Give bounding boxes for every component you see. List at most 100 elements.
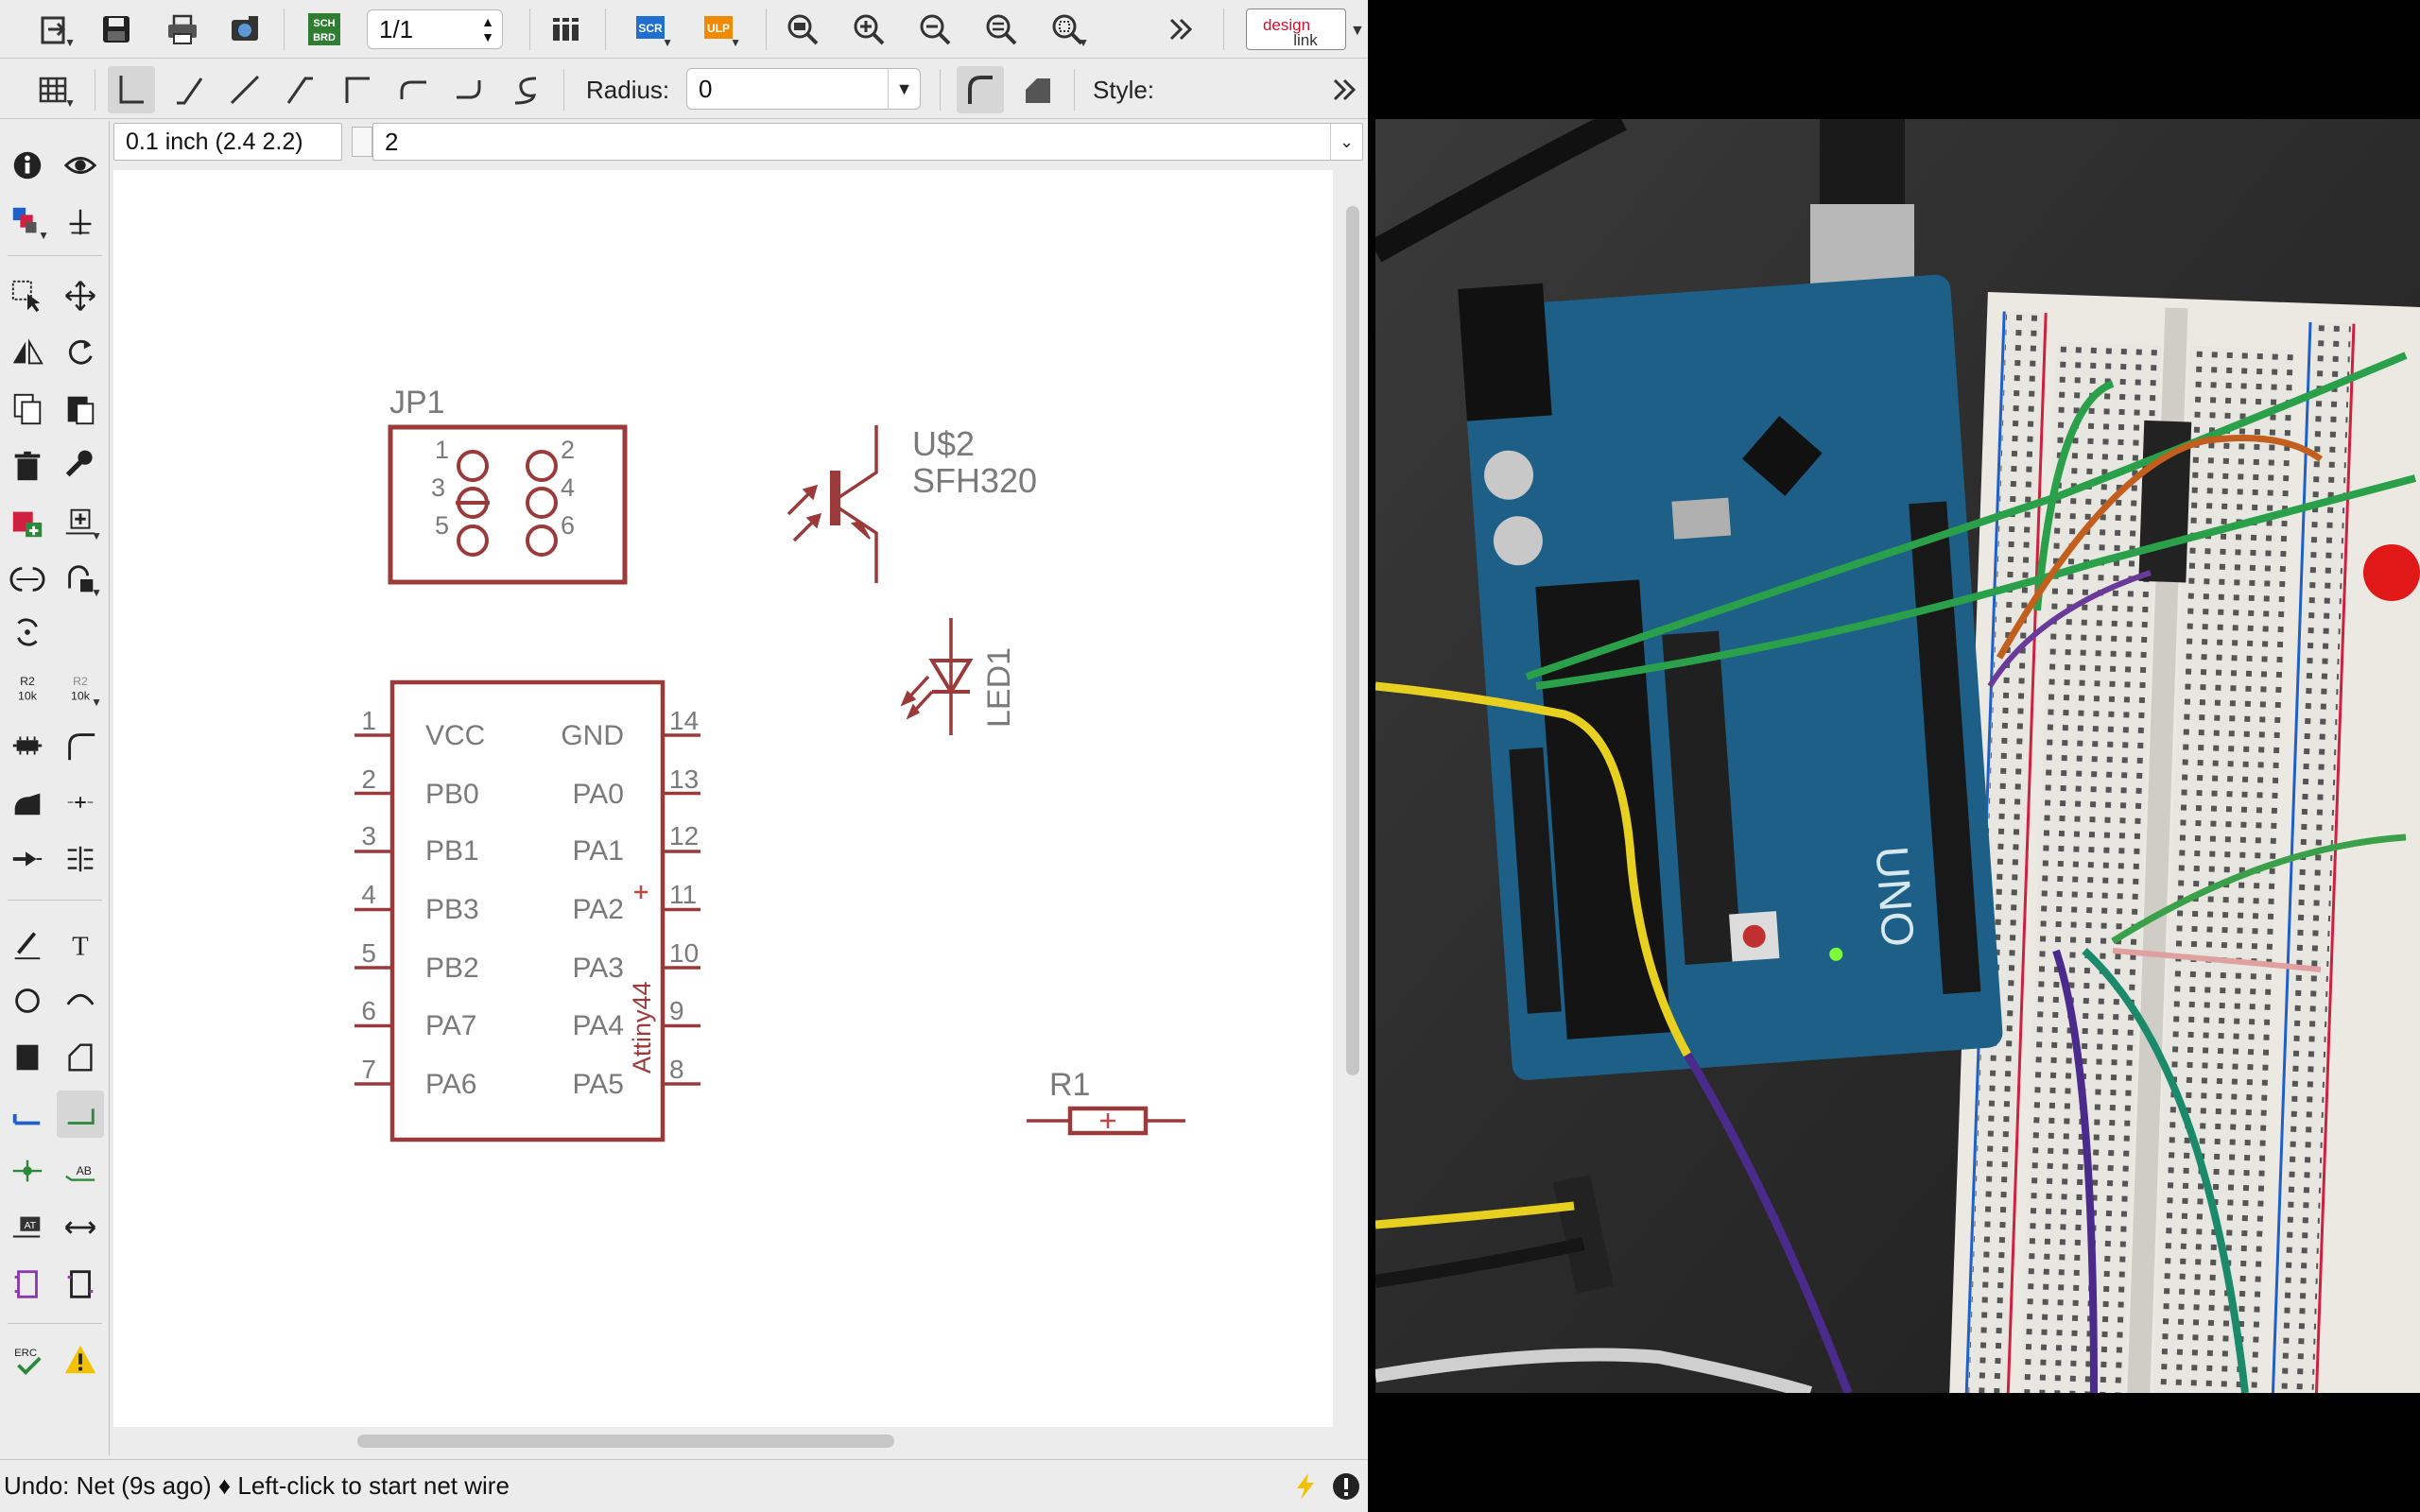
attiny44-ic[interactable]: VCC PB0 PB1 PB3 PB2 PA7 PA6 GND PA0 PA1 … xyxy=(354,679,700,1143)
chevron-down-icon[interactable]: ▼ xyxy=(888,69,920,109)
bend-style-8-button[interactable] xyxy=(503,66,550,113)
zoom-out-button[interactable] xyxy=(911,6,959,53)
show-button[interactable] xyxy=(57,142,104,189)
led1[interactable]: LED1 xyxy=(900,618,1017,735)
horizontal-scrollbar[interactable] xyxy=(357,1435,894,1448)
bend-45-icon xyxy=(177,77,203,105)
net-tool-button[interactable] xyxy=(57,1091,104,1138)
dimension-tool-button[interactable] xyxy=(57,1204,104,1251)
pin-swap-button[interactable] xyxy=(4,609,51,656)
delete-button[interactable] xyxy=(4,442,51,490)
radius-input[interactable]: 0 ▼ xyxy=(686,68,921,110)
rect-tool-button[interactable] xyxy=(4,1034,51,1081)
bus-tool-button[interactable] xyxy=(4,1091,51,1138)
module-tool-button[interactable] xyxy=(4,1261,51,1308)
gate-swap-button[interactable]: ▼ xyxy=(57,556,104,603)
move-button[interactable] xyxy=(57,272,104,319)
copy-button[interactable] xyxy=(4,386,51,433)
bend-style-3-button[interactable] xyxy=(221,66,268,113)
layers-button[interactable]: ▼ xyxy=(4,198,51,246)
rotate-button[interactable] xyxy=(57,329,104,376)
align-button[interactable] xyxy=(57,835,104,883)
miter-straight-button[interactable] xyxy=(1013,66,1061,113)
miter-button[interactable] xyxy=(57,722,104,769)
jp1-pin-label: 2 xyxy=(561,436,575,464)
u2-phototransistor[interactable]: U$2 SFH320 xyxy=(786,424,1037,583)
toolbar-overflow-button[interactable] xyxy=(1157,6,1204,53)
mark-button[interactable] xyxy=(57,198,104,246)
u2-name: U$2 xyxy=(912,424,975,463)
save-button[interactable] xyxy=(93,6,140,53)
sheet-selector[interactable]: 1/1 ▲▼ xyxy=(367,9,503,49)
r1-resistor[interactable]: R1 xyxy=(1027,1067,1185,1136)
open-file-button[interactable]: ▼ xyxy=(30,6,78,53)
cam-processor-button[interactable] xyxy=(221,6,268,53)
ic-pin-name: PA0 xyxy=(573,779,624,810)
zoom-in-button[interactable] xyxy=(845,6,892,53)
grid-button[interactable]: ▼ xyxy=(30,66,78,113)
arc-tool-button[interactable] xyxy=(57,977,104,1024)
smash-button[interactable] xyxy=(4,722,51,769)
alert-icon[interactable] xyxy=(1331,1471,1361,1502)
printer-icon xyxy=(168,14,197,44)
add-part-button[interactable] xyxy=(4,499,51,546)
mirror-button[interactable] xyxy=(4,329,51,376)
zoom-redraw-button[interactable] xyxy=(977,6,1025,53)
schematic-canvas[interactable]: JP1 1 2 3 4 5 6 xyxy=(113,170,1333,1427)
bend-style-6-button[interactable] xyxy=(389,66,437,113)
polygon-tool-button[interactable] xyxy=(57,1034,104,1081)
attribute-tool-button[interactable]: AT xyxy=(4,1204,51,1251)
line-tool-button[interactable] xyxy=(4,920,51,968)
route-button[interactable] xyxy=(4,835,51,883)
zoom-fit-button[interactable] xyxy=(779,6,826,53)
invoke-button[interactable] xyxy=(4,556,51,603)
bend-style-5-button[interactable] xyxy=(333,66,380,113)
designlink-dropdown-icon[interactable]: ▼ xyxy=(1350,23,1365,39)
library-manager-button[interactable] xyxy=(543,6,590,53)
ic-pin-name: PA7 xyxy=(425,1010,476,1041)
bend-style-2-button[interactable] xyxy=(166,66,214,113)
ic-pin-name: PA5 xyxy=(573,1069,624,1100)
label-tool-button[interactable]: AB xyxy=(57,1147,104,1194)
vertical-scrollbar[interactable] xyxy=(1346,206,1359,1075)
attribute-icon: AT xyxy=(12,1216,41,1238)
bend-style-4-button[interactable] xyxy=(278,66,325,113)
grid-coordinates-field[interactable]: 0.1 inch (2.4 2.2) xyxy=(113,123,342,161)
errors-button[interactable] xyxy=(57,1336,104,1383)
junction-tool-button[interactable] xyxy=(4,1147,51,1194)
group-button[interactable] xyxy=(4,272,51,319)
replace-icon xyxy=(65,508,95,535)
run-ulp-button[interactable]: ULP ▼ xyxy=(696,6,743,53)
chevron-down-icon[interactable]: ⌄ xyxy=(1330,124,1362,160)
erc-button[interactable]: ERC xyxy=(4,1336,51,1383)
zoom-area-button[interactable]: ▼ xyxy=(1044,6,1091,53)
sheet-selector-value: 1/1 xyxy=(379,14,414,43)
print-button[interactable] xyxy=(159,6,206,53)
change-button[interactable] xyxy=(57,442,104,490)
paste-button[interactable] xyxy=(57,386,104,433)
optimize-button[interactable] xyxy=(57,779,104,826)
wire-toolbar-overflow-button[interactable] xyxy=(1323,66,1365,113)
bend-style-7-button[interactable] xyxy=(446,66,493,113)
optimize-icon xyxy=(67,797,94,808)
port-tool-button[interactable] xyxy=(57,1261,104,1308)
bend-style-1-button[interactable] xyxy=(108,66,155,113)
miter-round-button[interactable] xyxy=(957,66,1004,113)
run-script-button[interactable]: SCR ▼ xyxy=(628,6,675,53)
command-line-input[interactable]: 2 ⌄ xyxy=(372,123,1363,161)
text-tool-button[interactable]: T xyxy=(57,920,104,968)
jp1-header[interactable]: JP1 1 2 3 4 5 6 xyxy=(388,385,628,585)
info-button[interactable] xyxy=(4,142,51,189)
bend-arc-icon xyxy=(400,80,426,99)
split-button[interactable] xyxy=(4,779,51,826)
lightning-icon[interactable] xyxy=(1291,1471,1320,1502)
zoom-fit-icon xyxy=(787,14,819,45)
stepper-icon: ▲▼ xyxy=(481,14,494,44)
circle-tool-button[interactable] xyxy=(4,977,51,1024)
replace-button[interactable]: ▼ xyxy=(57,499,104,546)
